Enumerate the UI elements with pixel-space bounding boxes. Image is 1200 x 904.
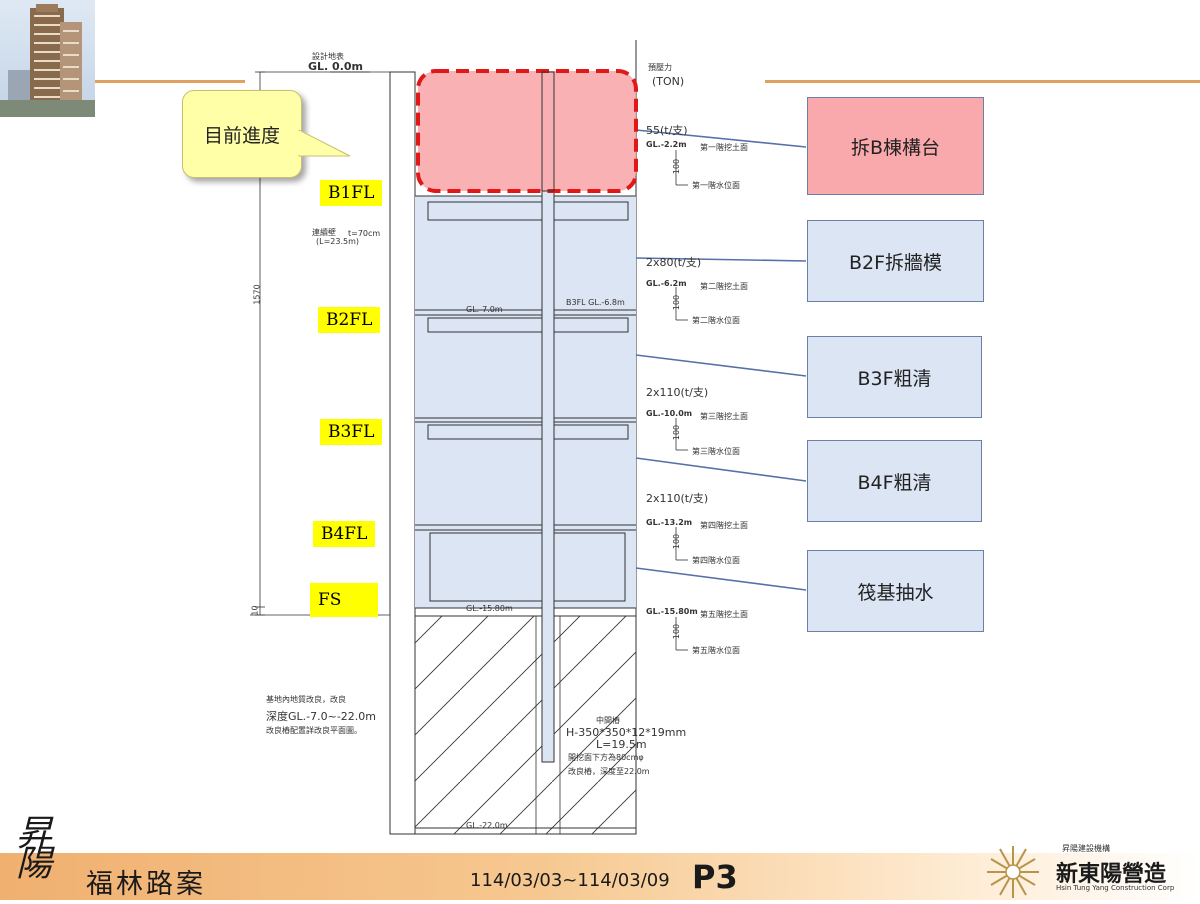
company-name: 新東陽營造 [1056,861,1167,887]
building-photo [0,0,95,117]
progress-bubble-tail [295,130,351,157]
column-note-1: 中間樁 [596,716,620,725]
slab-level-fs: GL.-15.80m [466,604,513,613]
excavation-level-4: GL.-13.2m [646,518,693,527]
column-note-4: 開挖面下方為80cmφ [568,753,644,762]
footer-bar [0,853,1200,900]
floor-label-b2fl: B2FL [318,307,381,333]
floor-label-b3fl: B3FL [320,419,383,445]
wall-length: (L=23.5m) [316,237,360,246]
column-note-3: L=19.5m [596,738,647,751]
logo-script: 昇陽 [10,814,51,874]
water-offset-4: 100 [672,533,682,550]
page-number: P3 [692,858,738,896]
slab-level-bottom: GL.-22.0m [466,821,508,830]
preload-unit: (TON) [652,75,685,88]
excavation-level-1: GL.-2.2m [646,140,687,149]
header-rule-left [95,80,245,83]
column-note-2: H-350*350*12*19mm [566,726,687,739]
callout-raft-pumping: 筏基抽水 [807,550,984,632]
callout-b3f-clean: B3F粗清 [807,336,982,418]
strut-load-4: 2x110(t/支) [646,492,709,505]
company-logo-icon [987,846,1039,898]
excavation-level-3: GL.-10.0m [646,409,693,418]
water-offset-2: 100 [672,294,682,311]
strut-load-3: 2x110(t/支) [646,386,709,399]
project-name: 福林路案 [86,869,206,900]
dimension-bottom: 10 [250,605,260,616]
excavation-stage-3: 第三階挖土面 [700,412,748,421]
strut-load-2: 2x80(t/支) [646,256,702,269]
dimension-total: 1570 [252,284,262,305]
excavation-stage-2: 第二階挖土面 [700,282,748,291]
wall-caption: 連續壁 [312,228,336,237]
water-level-1: 第一階水位面 [692,181,740,190]
company-small: 昇陽建設機構 [1062,844,1110,853]
callout-b2f-formwork: B2F拆牆模 [807,220,984,302]
water-level-4: 第四階水位面 [692,556,740,565]
excavation-stage-5: 第五階挖土面 [700,610,748,619]
floor-label-fs: FS [310,583,378,617]
slab-level-b2: GL.-7.0m [466,305,503,314]
design-level: GL. 0.0m [308,60,363,73]
wall-thickness: t=70cm [348,229,381,238]
water-offset-1: 100 [672,158,682,175]
company-en: Hsin Tung Yang Construction Corp [1056,884,1175,892]
callout-remove-b-platform: 拆B棟構台 [807,97,984,195]
soil-note-2: 深度GL.-7.0~-22.0m [266,710,377,723]
progress-bubble: 目前進度 [182,90,302,178]
design-level-caption: 設計地表 [312,52,344,61]
preload-caption: 預壓力 [648,63,672,72]
water-level-2: 第二階水位面 [692,316,740,325]
water-level-3: 第三階水位面 [692,447,740,456]
date-range: 114/03/03~114/03/09 [470,870,670,891]
excavation-level-5: GL.-15.80m [646,607,698,616]
floor-label-b4fl: B4FL [313,521,376,547]
floor-label-b1fl: B1FL [320,180,383,206]
water-level-5: 第五階水位面 [692,646,740,655]
water-offset-5: 100 [672,623,682,640]
current-progress-highlight [416,69,638,193]
water-offset-3: 100 [672,424,682,441]
excavation-stage-1: 第一階挖土面 [700,143,748,152]
excavation-level-2: GL.-6.2m [646,279,687,288]
callout-b4f-clean: B4F粗清 [807,440,982,522]
excavation-stage-4: 第四階挖土面 [700,521,748,530]
column-note-5: 改良樁，深度至22.0m [568,767,650,776]
soil-note-1: 基地內地質改良，改良 [266,695,346,704]
slab-level-b3fl: B3FL GL.-6.8m [566,298,625,307]
strut-load-1: 55(t/支) [646,124,688,137]
header-rule-right [765,80,1200,83]
soil-note-3: 改良樁配置詳改良平面圖。 [266,726,362,735]
